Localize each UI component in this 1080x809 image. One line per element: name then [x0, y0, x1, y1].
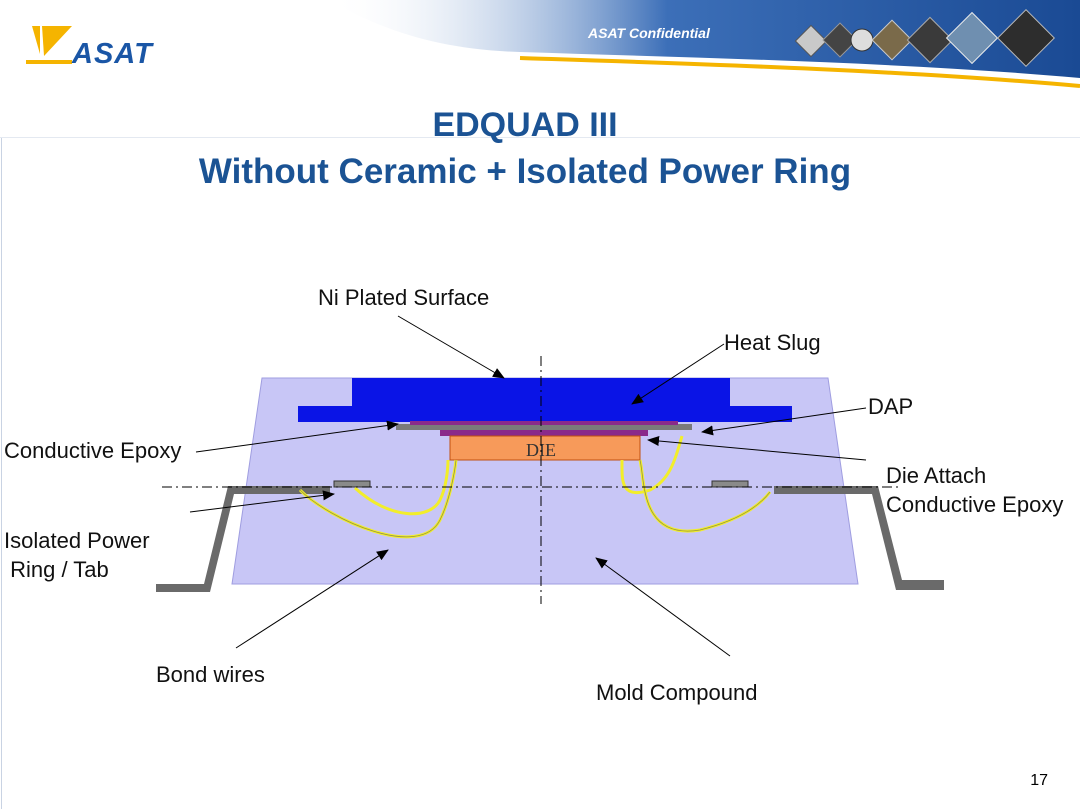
asat-logo-text: ASAT	[72, 38, 153, 70]
label-bond-wires: Bond wires	[156, 662, 265, 687]
banner-graphic	[0, 0, 1080, 139]
left-border	[1, 138, 2, 809]
right-power-ring-tab	[711, 480, 749, 488]
heat-slug	[298, 378, 792, 422]
chip-icons	[794, 9, 1055, 67]
slide-subtitle: Without Ceramic + Isolated Power Ring	[198, 152, 852, 191]
header-banner: ASAT ASAT Confidential	[0, 0, 1080, 139]
label-mold-compound: Mold Compound	[596, 680, 758, 705]
page-number: 17	[1030, 772, 1048, 789]
conductive-epoxy	[410, 421, 678, 425]
label-die-attach-epoxy: Conductive Epoxy	[886, 492, 1064, 517]
label-heat-slug: Heat Slug	[724, 330, 821, 355]
label-ring-tab: Ring / Tab	[4, 557, 109, 582]
label-conductive-epoxy: Conductive Epoxy	[4, 438, 182, 463]
leader-arrows	[189, 315, 867, 657]
dap	[396, 424, 692, 430]
confidential-label: ASAT Confidential	[588, 25, 710, 41]
slide-title: EDQUAD III	[432, 106, 618, 144]
die-attach-epoxy	[440, 430, 648, 436]
label-isolated-power: Isolated Power	[4, 528, 150, 553]
label-die-attach: Die Attach	[886, 463, 987, 488]
asat-logo-icon	[26, 26, 72, 64]
label-ni-plated-surface: Ni Plated Surface	[318, 285, 490, 310]
left-power-ring-tab	[333, 480, 371, 488]
die	[449, 435, 641, 461]
bond-wires-outline	[299, 459, 771, 538]
label-dap: DAP	[868, 394, 914, 419]
